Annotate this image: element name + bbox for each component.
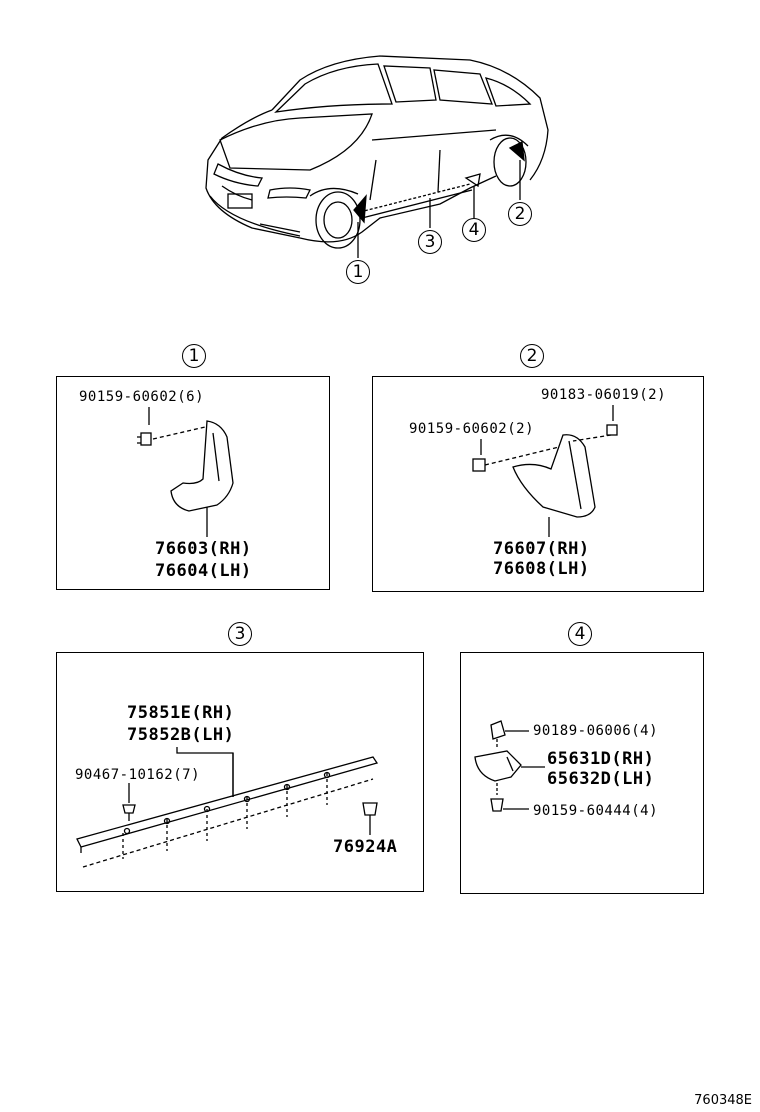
callout-4-car[interactable]: 4	[462, 218, 486, 242]
panel-4-label: 4	[568, 622, 592, 646]
callout-1-car[interactable]: 1	[346, 260, 370, 284]
part-number-moulding-rh[interactable]: 75851E(RH)	[127, 703, 235, 723]
part-number-moulding-lh[interactable]: 75852B(LH)	[127, 725, 235, 745]
car-overview-illustration	[205, 55, 549, 258]
part-number-nut[interactable]: 90183-06019(2)	[541, 387, 667, 403]
diagram-code: 760348E	[694, 1093, 752, 1108]
part-number-bolt[interactable]: 90159-60602(6)	[79, 389, 205, 405]
callout-2-car[interactable]: 2	[508, 202, 532, 226]
part-number-flap-rh[interactable]: 76607(RH)	[493, 539, 590, 559]
part-number-flap-rh[interactable]: 76603(RH)	[155, 539, 252, 559]
bracket-drawing	[474, 720, 545, 812]
part-number-flap-lh[interactable]: 76604(LH)	[155, 561, 252, 581]
panel-4-bracket: 90189-06006(4) 65631D(RH) 65632D(LH) 901…	[460, 652, 704, 894]
part-number-nut[interactable]: 76924A	[333, 837, 398, 857]
part-number-flap-lh[interactable]: 76608(LH)	[493, 559, 590, 579]
part-number-clip[interactable]: 90189-06006(4)	[533, 723, 659, 739]
rear-mudflap-drawing	[472, 405, 618, 537]
panel-3-label: 3	[228, 622, 252, 646]
callout-3-car[interactable]: 3	[418, 230, 442, 254]
panel-1-label: 1	[182, 344, 206, 368]
part-number-bracket-rh[interactable]: 65631D(RH)	[547, 749, 655, 769]
panel-2-rear-mudflap: 90183-06019(2) 90159-60602(2) 76607(RH) …	[372, 376, 704, 592]
panel-2-label: 2	[520, 344, 544, 368]
panel-3-side-moulding: 75851E(RH) 75852B(LH) 90467-10162(7) 769…	[56, 652, 424, 892]
side-moulding-drawing	[76, 747, 379, 868]
panel-1-front-mudflap: 90159-60602(6) 76603(RH) 76604(LH)	[56, 376, 330, 590]
part-number-screw[interactable]: 90159-60444(4)	[533, 803, 659, 819]
part-number-bracket-lh[interactable]: 65632D(LH)	[547, 769, 655, 789]
part-number-clip[interactable]: 90467-10162(7)	[75, 767, 201, 783]
part-number-bolt[interactable]: 90159-60602(2)	[409, 421, 535, 437]
front-mudflap-drawing	[137, 407, 234, 537]
